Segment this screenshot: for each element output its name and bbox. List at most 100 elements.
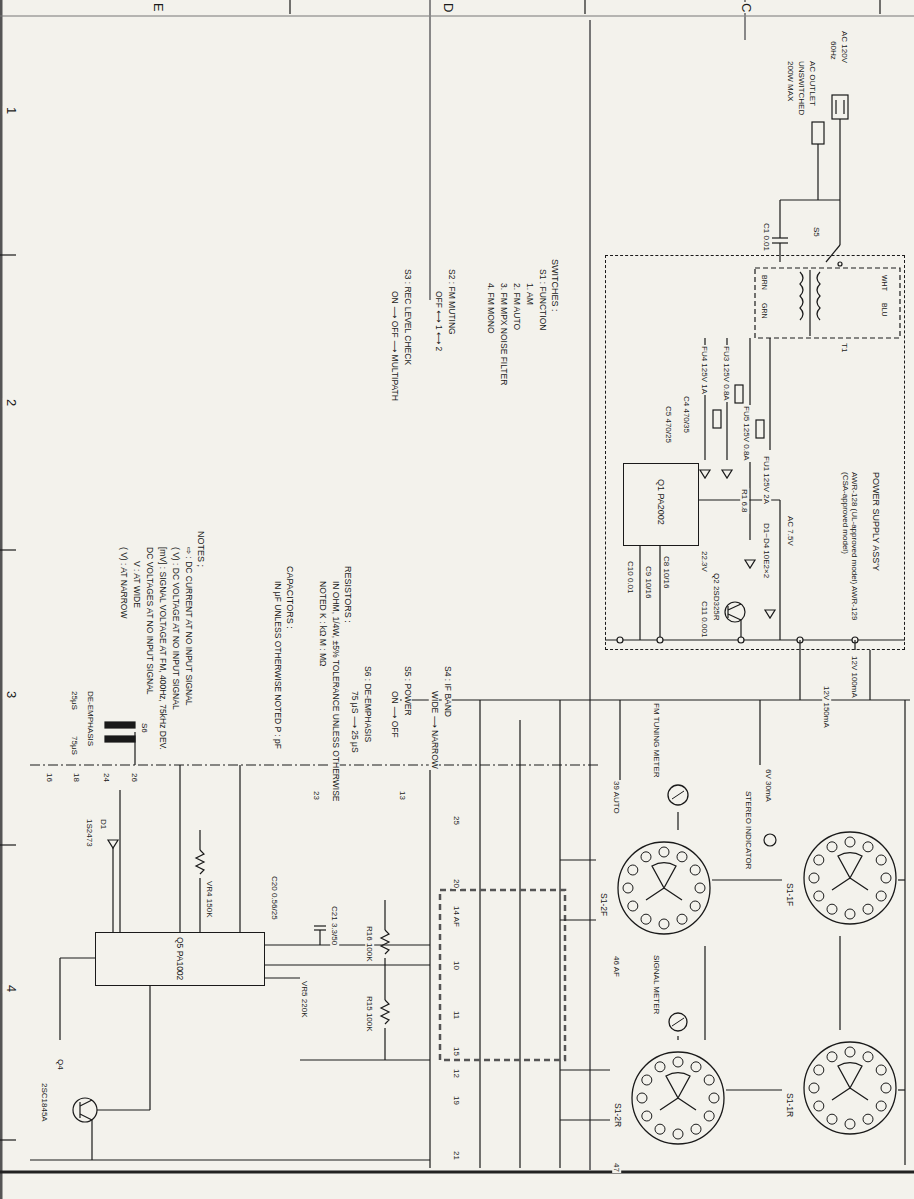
switch-contact <box>673 1129 683 1139</box>
schematic-stroke <box>265 977 300 978</box>
switch-contact <box>881 1083 891 1093</box>
schematic-label: 1 <box>3 106 18 115</box>
schematic-label: C11 0.001 <box>700 600 709 638</box>
schematic-label: 47 <box>612 1162 621 1173</box>
schematic-stroke <box>605 639 905 640</box>
schematic-label: 2SC1845A <box>40 1082 49 1123</box>
schematic-stroke <box>105 722 135 728</box>
switch-contact <box>677 914 687 924</box>
schematic-label: 200W MAX <box>786 60 795 102</box>
schematic-label: R16 100K <box>365 925 374 963</box>
schematic-label: NOTES ; <box>196 530 206 568</box>
switch-contact <box>876 855 886 865</box>
schematic-stroke <box>898 1089 905 1090</box>
schematic-label: ⇨ : DC CURRENT AT NO INPUT SIGNAL <box>183 546 193 707</box>
rotary-switch: S1-2R <box>610 1040 726 1156</box>
schematic-stroke <box>712 879 782 880</box>
schematic-label: C1 0.01 <box>762 222 771 252</box>
schematic-stroke <box>560 1119 610 1120</box>
schematic-label: 22.3V <box>700 550 709 573</box>
schematic-label: V : AT WIDE <box>131 560 141 609</box>
power-supply-assembly: POWER SUPPLY ASS'YAWR-128 (UL-approved m… <box>605 255 905 650</box>
schematic-label: S6 <box>140 722 149 734</box>
switch-contact <box>659 847 669 857</box>
switch-contact <box>704 1111 714 1121</box>
meter-circle <box>668 785 688 805</box>
switch-contact <box>642 1075 652 1085</box>
schematic-label: WIDE ⟶ NARROW <box>429 690 439 770</box>
switch-contact <box>814 1065 824 1075</box>
schematic-stroke <box>779 500 780 640</box>
schematic-stroke <box>119 790 120 932</box>
schematic-label: C5 470/25 <box>664 405 673 444</box>
switch-contact <box>814 891 824 901</box>
schematic-label: IN μF UNLESS OTHERWISE NOTED P : pF <box>272 580 282 750</box>
part-label: S1-1R <box>784 1092 794 1118</box>
wire-connector <box>839 936 840 1030</box>
part-label: S1-2F <box>598 892 608 917</box>
switch-symbol <box>782 1030 898 1146</box>
schematic-stroke <box>879 0 880 14</box>
schematic-stroke <box>589 20 591 1170</box>
switch-contact <box>623 883 633 893</box>
regulator-ic-box: Q1 PA2002 <box>623 463 699 546</box>
schematic-stroke <box>30 1159 430 1160</box>
switch-contact <box>845 837 855 847</box>
switch-contact <box>642 1111 652 1121</box>
schematic-stroke <box>728 604 741 610</box>
schematic-stroke <box>584 0 585 14</box>
part-label: Q5 PA1002 <box>174 936 184 981</box>
schematic-stroke <box>639 545 640 640</box>
switch-rotor <box>660 1073 696 1110</box>
schematic-stroke <box>134 732 135 765</box>
schematic-label: IN OHM, 1/4W, ±5% TOLERANCE UNLESS OTHER… <box>330 580 340 803</box>
switch-contact <box>845 909 855 919</box>
switch-contact <box>863 1052 873 1062</box>
schematic-label: ON ⟶ OFF ⟶ MULTIPATH <box>389 290 399 402</box>
schematic-stroke <box>817 272 820 320</box>
schematic-label: 16 <box>45 772 54 783</box>
schematic-stroke <box>314 925 326 926</box>
schematic-stroke <box>80 1100 92 1106</box>
schematic-stroke <box>429 0 431 300</box>
part-label: S1-2R <box>612 1102 622 1128</box>
schematic-stroke <box>779 200 780 238</box>
schematic-stroke <box>560 919 596 920</box>
schematic-stroke <box>80 1114 92 1120</box>
schematic-label: 75μS <box>70 735 79 756</box>
rotary-switch: S1-1F <box>782 820 898 936</box>
rotary-switch: S1-1R <box>782 1030 898 1146</box>
schematic-label: 1. AM <box>524 282 534 306</box>
schematic-stroke <box>0 1139 16 1140</box>
schematic-label: 21 <box>452 1150 461 1161</box>
schematic-stroke <box>384 900 385 930</box>
schematic-stroke <box>0 1171 914 1174</box>
switch-contact <box>863 904 873 914</box>
schematic-stroke <box>725 602 745 622</box>
schematic-label: 60Hz <box>829 40 838 61</box>
schematic-label: T1 <box>840 342 849 353</box>
schematic-stroke <box>843 100 844 114</box>
schematic-stroke <box>657 637 663 643</box>
schematic-label: C9 10/16 <box>644 565 653 599</box>
switch-contact <box>695 883 705 893</box>
switch-contact <box>814 1101 824 1111</box>
schematic-stroke <box>0 254 16 255</box>
schematic-label: 46 AF <box>612 955 621 978</box>
schematic-stroke <box>30 764 600 765</box>
switch-rotor <box>832 1063 868 1100</box>
schematic-stroke <box>713 410 721 428</box>
schematic-label: 6V 30mA <box>764 768 773 803</box>
schematic-label: 2 <box>3 398 18 407</box>
schematic-stroke <box>617 637 623 643</box>
part-label: AWR-128 (UL-approved model) AWR-129 (CSA… <box>841 471 859 633</box>
schematic-stroke <box>560 859 596 860</box>
meter-circle <box>669 1013 687 1031</box>
schematic-stroke <box>559 700 560 1168</box>
switch-contact <box>845 1119 855 1129</box>
schematic-stroke <box>619 700 620 780</box>
schematic-label: 14 AF <box>452 905 461 928</box>
switch-symbol <box>782 820 898 936</box>
schematic-stroke <box>800 272 803 320</box>
schematic-stroke <box>400 699 910 700</box>
